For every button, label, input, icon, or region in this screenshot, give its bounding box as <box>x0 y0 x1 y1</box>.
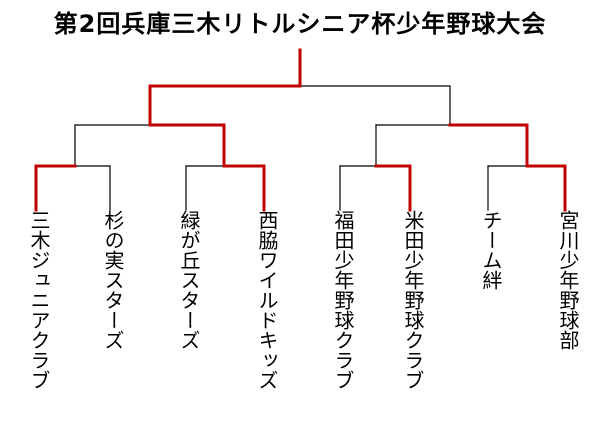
team-name-1: 三木ジュニアクラブ <box>27 210 50 390</box>
team-name-2: 杉の実スターズ <box>101 210 124 350</box>
team-name-8: 宮川少年野球部 <box>556 210 579 350</box>
team-name-5: 福田少年野球クラブ <box>331 210 354 390</box>
team-name-4: 西脇ワイルドキッズ <box>255 210 278 390</box>
line-final-right <box>299 85 451 126</box>
team-name-7: チーム絆 <box>479 210 502 290</box>
winner-team1 <box>34 164 77 212</box>
winner-team8 <box>448 123 567 212</box>
winner-team6 <box>374 164 412 212</box>
team-name-3: 緑が丘スターズ <box>177 210 200 350</box>
team-name-6: 米田少年野球クラブ <box>401 210 424 390</box>
winner-sf1 <box>148 84 302 127</box>
page-title: 第2回兵庫三木リトルシニア杯少年野球大会 <box>53 10 547 38</box>
winner-team4 <box>148 123 266 212</box>
